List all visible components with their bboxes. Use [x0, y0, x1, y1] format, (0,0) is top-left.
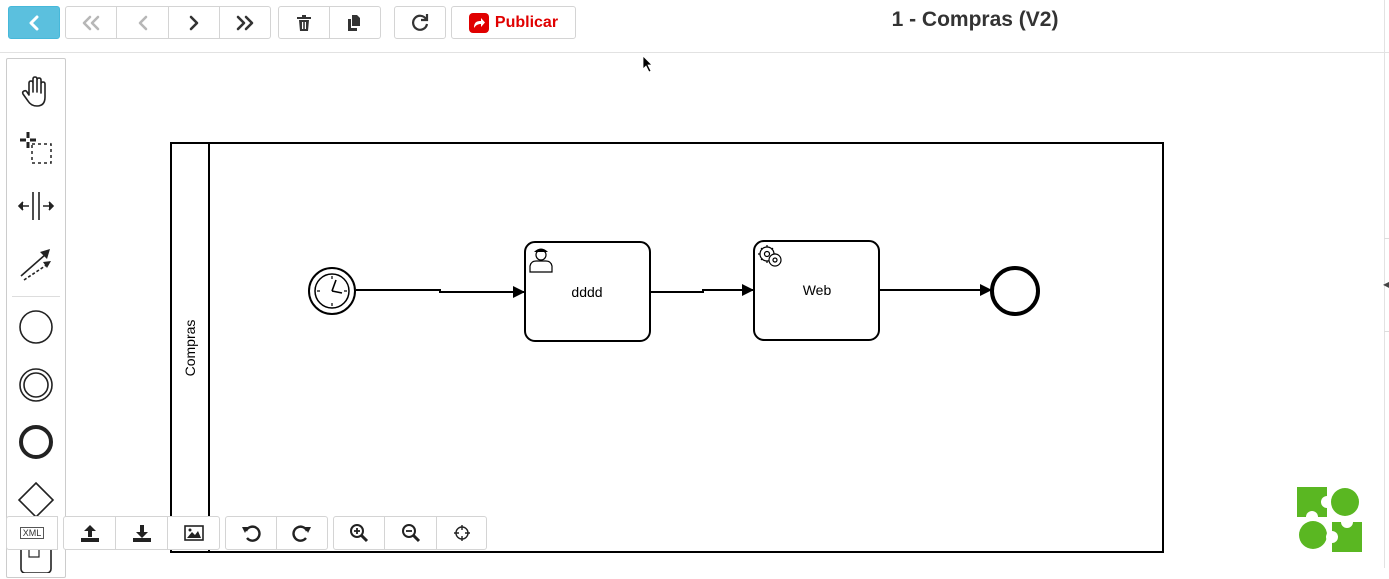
end-event-icon — [19, 425, 53, 459]
copy-button[interactable] — [329, 6, 381, 39]
pool-compras[interactable]: Compras — [170, 142, 1164, 553]
undo-button[interactable] — [225, 516, 277, 550]
back-button[interactable] — [8, 6, 60, 39]
end-event[interactable] — [990, 266, 1040, 316]
export-image-button[interactable] — [167, 516, 220, 550]
start-event-icon — [19, 310, 53, 344]
timer-start-event[interactable] — [308, 267, 356, 315]
properties-panel-toggle[interactable] — [1384, 238, 1389, 332]
redo-icon — [292, 525, 311, 542]
user-task[interactable]: dddd — [524, 241, 651, 342]
zoom-out-icon — [401, 524, 420, 543]
page-title: 1 - Compras (V2) — [891, 8, 1059, 31]
chevron-right-icon — [189, 15, 199, 30]
user-task-label: dddd — [571, 284, 602, 300]
lasso-tool-icon — [20, 132, 52, 164]
reset-view-button[interactable] — [436, 516, 487, 550]
sequence-flow[interactable] — [651, 284, 754, 296]
global-connect-icon — [20, 249, 51, 281]
refresh-button[interactable] — [394, 6, 446, 39]
previous-version-button[interactable] — [116, 6, 169, 39]
lasso-tool[interactable] — [7, 123, 65, 173]
properties-panel-border — [1384, 0, 1385, 568]
first-version-button[interactable] — [65, 6, 117, 39]
user-icon — [529, 248, 553, 273]
download-icon — [132, 525, 151, 542]
space-tool-icon — [17, 192, 55, 220]
create-start-event[interactable] — [7, 302, 65, 352]
clock-icon — [317, 276, 347, 306]
delete-button[interactable] — [278, 6, 330, 39]
global-connect-tool[interactable] — [7, 239, 65, 289]
zoom-in-button[interactable] — [333, 516, 385, 550]
xml-icon: XML — [19, 527, 45, 539]
chevron-left-icon — [29, 15, 39, 30]
zoom-out-button[interactable] — [384, 516, 437, 550]
create-end-event[interactable] — [7, 417, 65, 467]
xml-button[interactable]: XML — [6, 516, 58, 550]
next-version-button[interactable] — [168, 6, 220, 39]
double-chevron-right-icon — [236, 15, 254, 30]
service-task[interactable]: Web — [753, 240, 880, 341]
intermediate-event-icon — [19, 368, 53, 402]
tool-palette — [6, 58, 66, 578]
chevron-left-icon — [138, 15, 147, 30]
caret-left-icon: ◀ — [1383, 280, 1389, 289]
redo-button[interactable] — [276, 516, 328, 550]
palette-separator — [12, 296, 60, 297]
upload-button[interactable] — [63, 516, 116, 550]
publish-button[interactable]: Publicar — [451, 6, 576, 39]
space-tool[interactable] — [7, 181, 65, 231]
copy-icon — [348, 14, 360, 31]
trash-icon — [297, 14, 311, 31]
double-chevron-left-icon — [82, 15, 100, 30]
create-intermediate-event[interactable] — [7, 360, 65, 410]
mouse-cursor-icon — [642, 55, 653, 73]
brand-logo — [1297, 487, 1362, 552]
zoom-in-icon — [350, 524, 369, 543]
gear-icon — [758, 245, 782, 267]
sequence-flow[interactable] — [356, 286, 525, 298]
last-version-button[interactable] — [219, 6, 271, 39]
share-icon — [468, 12, 489, 33]
gateway-icon — [17, 481, 55, 519]
refresh-icon — [412, 13, 429, 31]
download-button[interactable] — [115, 516, 168, 550]
service-task-label: Web — [803, 282, 832, 298]
pool-label: Compras — [182, 320, 198, 377]
upload-icon — [80, 525, 99, 542]
hand-tool[interactable] — [7, 67, 65, 117]
crosshair-icon — [453, 525, 470, 541]
image-icon — [183, 525, 204, 541]
undo-icon — [242, 525, 261, 542]
top-toolbar: Publicar 1 - Compras (V2) — [0, 0, 1389, 53]
publish-label: Publicar — [494, 13, 559, 31]
hand-tool-icon — [21, 76, 46, 107]
